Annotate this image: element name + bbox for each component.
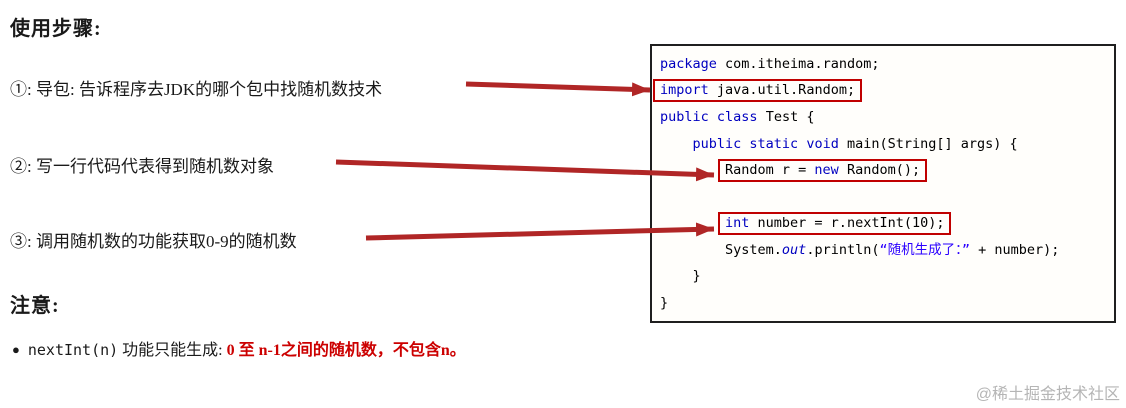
code-line-content: public class Test { bbox=[660, 109, 814, 125]
code-token: public bbox=[660, 109, 709, 125]
code-line: int number = r.nextInt(10); bbox=[660, 210, 1106, 237]
code-token: Random(); bbox=[838, 161, 921, 178]
code-token: .println( bbox=[806, 241, 880, 258]
step-2-text: ②: 写一行代码代表得到随机数对象 bbox=[10, 157, 274, 176]
code-token: import bbox=[660, 82, 709, 98]
note-segment: nextInt(n) bbox=[27, 341, 119, 359]
code-token: } bbox=[692, 268, 701, 284]
code-token: “随机生成了：” bbox=[879, 241, 970, 258]
code-line: package com.itheima.random; bbox=[660, 51, 1106, 78]
code-token: Random r = bbox=[725, 161, 815, 178]
code-token: class bbox=[716, 109, 758, 125]
highlight-box: int number = r.nextInt(10); bbox=[718, 211, 952, 235]
code-token: static bbox=[749, 135, 799, 152]
code-token: int bbox=[725, 214, 750, 231]
code-token: void bbox=[806, 135, 839, 152]
highlight-box: import java.util.Random; bbox=[653, 79, 863, 102]
note-segment: 0 至 n-1之间的随机数，不包含n。 bbox=[226, 342, 466, 359]
code-token: + number); bbox=[969, 241, 1060, 258]
code-line: System.out.println(“随机生成了：” + number); bbox=[660, 237, 1106, 264]
code-token: } bbox=[660, 294, 669, 311]
code-line bbox=[660, 184, 1106, 211]
watermark: @稀土掘金技术社区 bbox=[975, 386, 1120, 403]
code-token: number = r.nextInt(10); bbox=[749, 214, 945, 231]
code-line: import java.util.Random; bbox=[653, 78, 1106, 105]
page-title: 使用步骤: bbox=[10, 18, 102, 40]
code-token: out bbox=[781, 241, 807, 258]
code-token: System. bbox=[725, 241, 782, 258]
code-token: Test { bbox=[757, 109, 815, 125]
code-line: } bbox=[660, 290, 1106, 317]
code-line-content: public static void main(String[] args) { bbox=[693, 136, 1018, 152]
code-line: Random r = new Random(); bbox=[660, 157, 1106, 184]
note-segments: nextInt(n) 功能只能生成: 0 至 n-1之间的随机数，不包含n。 bbox=[27, 341, 466, 359]
code-line-content: } bbox=[660, 295, 668, 311]
code-token: package bbox=[660, 56, 717, 72]
code-token bbox=[709, 109, 717, 125]
code-line: public static void main(String[] args) { bbox=[660, 131, 1106, 158]
code-lines: package com.itheima.random; import java.u… bbox=[653, 51, 1106, 317]
note-segment: 功能只能生成: bbox=[118, 342, 227, 359]
code-panel: package com.itheima.random; import java.u… bbox=[650, 44, 1116, 323]
code-line: } bbox=[660, 263, 1106, 290]
code-line-content: System.out.println(“随机生成了：” + number); bbox=[725, 242, 1059, 258]
code-token: public bbox=[692, 135, 742, 152]
code-token: java.util.Random; bbox=[708, 82, 856, 98]
highlight-box: Random r = new Random(); bbox=[718, 158, 928, 182]
code-token: new bbox=[814, 161, 839, 178]
note-item: ● nextInt(n) 功能只能生成: 0 至 n-1之间的随机数，不包含n。 bbox=[12, 336, 544, 365]
code-token: main(String[] args) { bbox=[838, 135, 1018, 152]
code-line-content: package com.itheima.random; bbox=[660, 56, 879, 72]
step-3-text: ③: 调用随机数的功能获取0-9的随机数 bbox=[10, 232, 297, 251]
step-1-text: ①: 导包: 告诉程序去JDK的哪个包中找随机数技术 bbox=[10, 80, 383, 99]
code-token: com.itheima.random; bbox=[716, 56, 880, 72]
arrow-step-1 bbox=[465, 81, 651, 97]
bullet-icon: ● bbox=[12, 342, 20, 357]
code-line-content: } bbox=[693, 268, 701, 284]
code-line: public class Test { bbox=[660, 104, 1106, 131]
note-title: 注意: bbox=[10, 295, 60, 317]
